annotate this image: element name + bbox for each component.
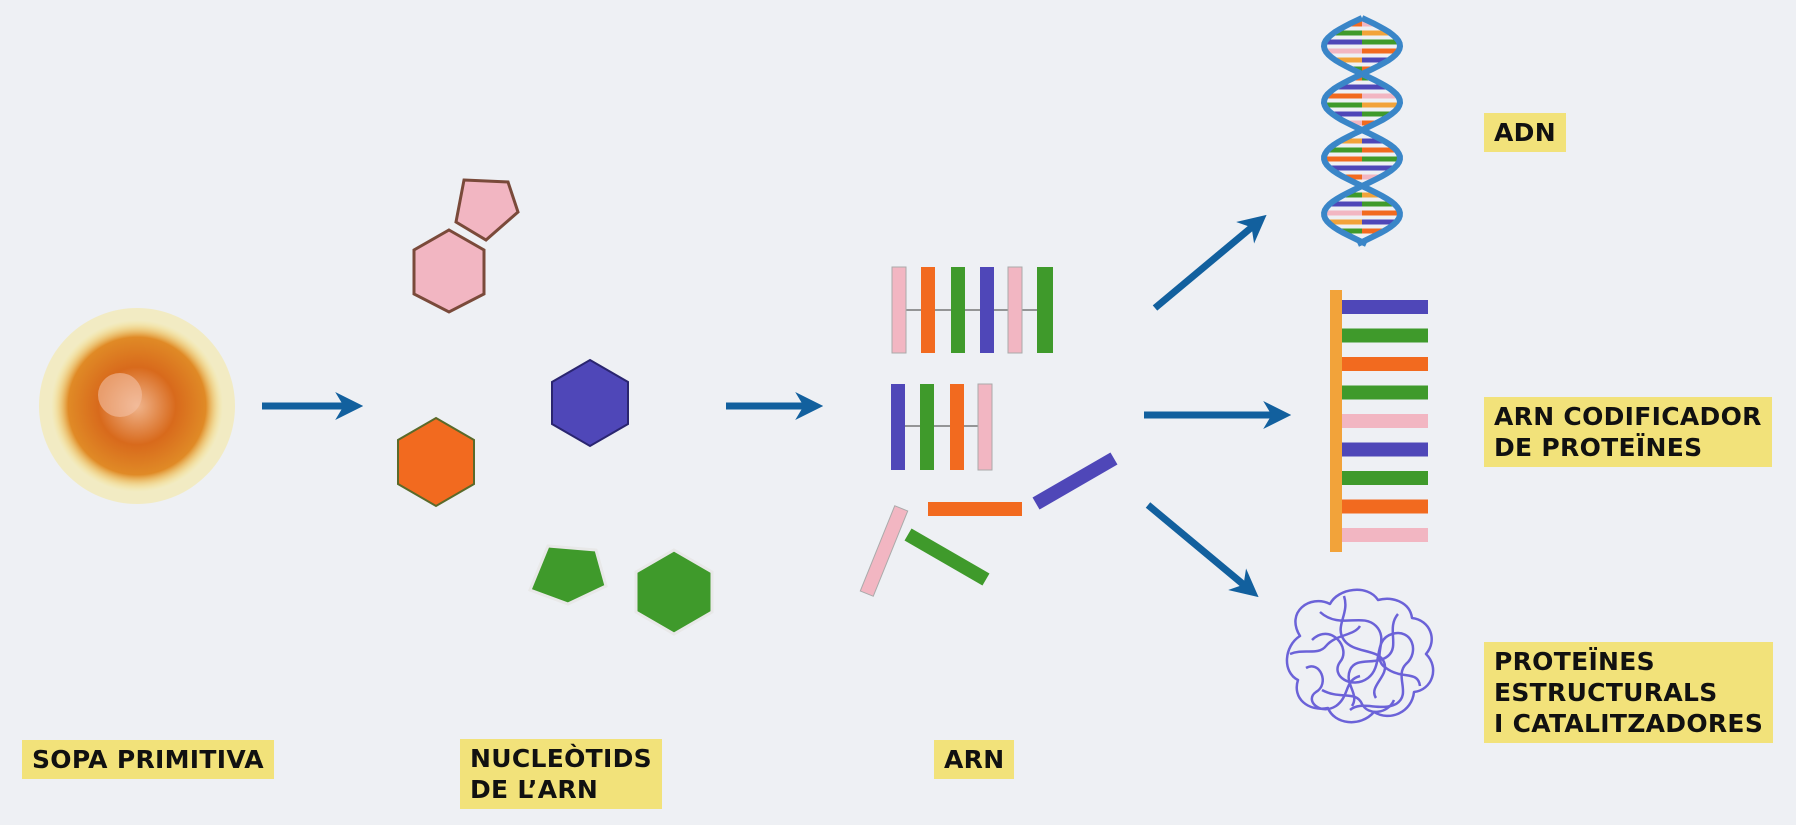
dna-base-pair: [1362, 111, 1392, 117]
dna-base-pair: [1326, 93, 1362, 99]
dna-base-pair: [1333, 30, 1362, 36]
nucleotide-green-hexagon: [634, 548, 714, 636]
rna-group: [859, 266, 1118, 597]
rna-loose-orange: [928, 502, 1022, 516]
dna-base-pair: [1362, 165, 1395, 171]
dna-base-pair: [1327, 147, 1362, 153]
dna-base-pair: [1362, 192, 1381, 198]
dna-base-pair: [1327, 219, 1362, 225]
rna-strand-1-orange: [921, 267, 935, 353]
coding-rna-base: [1342, 499, 1428, 514]
arrow-rna-to-proteins: [1145, 502, 1259, 598]
dna-base-pair: [1336, 84, 1362, 90]
dna-base-pair: [1362, 84, 1388, 90]
dna-base-pair: [1362, 228, 1384, 234]
rna-strand-1-pink: [891, 266, 907, 354]
dna-base-pair: [1347, 120, 1362, 126]
dna-double-helix: [1320, 15, 1404, 247]
dna-base-pair: [1362, 219, 1397, 225]
dna-base-pair: [1362, 174, 1381, 180]
rna-strand-1-green: [951, 267, 965, 353]
nucleotide-purple-hexagon: [551, 358, 629, 448]
dna-base-pair: [1362, 30, 1391, 36]
label-sopa-primitiva: SOPA PRIMITIVA: [22, 740, 274, 779]
rna-loose-purple: [1032, 452, 1118, 510]
dna-base-pair: [1362, 120, 1377, 126]
nucleotide-orange-hexagon: [397, 416, 475, 508]
coding-rna-base: [1342, 357, 1428, 371]
dna-base-pair: [1329, 165, 1362, 171]
dna-base-pair: [1362, 48, 1399, 54]
rna-loose-pink: [859, 505, 909, 597]
label-adn: ADN: [1484, 113, 1566, 152]
dna-base-pair: [1324, 210, 1362, 216]
nucleotide-pink-pentagon: [454, 178, 520, 242]
rna-strand-1-green-2: [1037, 267, 1053, 353]
label-arn: ARN: [934, 740, 1015, 779]
dna-base-pair: [1362, 156, 1400, 162]
dna-base-pair: [1335, 57, 1362, 63]
nucleotides-group: [397, 178, 714, 636]
dna-base-pair: [1324, 102, 1362, 108]
dna-base-pair: [1343, 174, 1362, 180]
label-nucleotids-arn: NUCLEÒTIDS DE L’ARN: [460, 739, 662, 809]
dna-base-pair: [1340, 228, 1362, 234]
coding-rna-base: [1342, 414, 1428, 428]
dna-base-pair: [1362, 201, 1395, 207]
coding-rna-base: [1342, 442, 1428, 457]
coding-rna-base: [1342, 300, 1428, 314]
rna-strand-2-green: [920, 384, 934, 470]
dna-base-pair: [1325, 48, 1362, 54]
label-arn-codificador: ARN CODIFICADOR DE PROTEÏNES: [1484, 397, 1772, 467]
dna-base-pair: [1362, 93, 1398, 99]
primitive-soup: [39, 308, 235, 504]
nucleotide-pink-hexagon: [412, 228, 486, 314]
dna-base-pair: [1324, 156, 1362, 162]
rna-strand-1-pink-2: [1007, 266, 1023, 354]
rna-strand-1-purple: [980, 267, 994, 353]
rna-strand-2-orange: [950, 384, 964, 470]
dna-base-pair: [1362, 210, 1400, 216]
dna-base-pair: [1329, 201, 1362, 207]
coding-rna-backbone: [1330, 290, 1342, 552]
dna-base-pair: [1362, 39, 1400, 45]
dna-base-pair: [1362, 147, 1397, 153]
dna-base-pair: [1362, 57, 1389, 63]
rna-loose-green: [904, 528, 990, 586]
coding-rna-base: [1342, 471, 1428, 485]
rna-strand-2-pink: [977, 383, 993, 471]
dna-base-pair: [1343, 192, 1362, 198]
coding-rna-base: [1342, 528, 1428, 542]
rna-strand-2-purple: [891, 384, 905, 470]
label-proteines: PROTEÏNES ESTRUCTURALS I CATALITZADORES: [1484, 642, 1774, 743]
dna-base-pair: [1324, 39, 1362, 45]
coding-rna-base: [1342, 385, 1428, 400]
protein-tangle: [1285, 588, 1435, 724]
coding-rna: [1330, 290, 1428, 552]
dna-base-pair: [1332, 111, 1362, 117]
dna-base-pair: [1340, 138, 1362, 144]
arrow-rna-to-dna: [1152, 214, 1267, 311]
dna-base-pair: [1362, 102, 1400, 108]
dna-base-pair: [1362, 138, 1384, 144]
coding-rna-base: [1342, 328, 1428, 343]
